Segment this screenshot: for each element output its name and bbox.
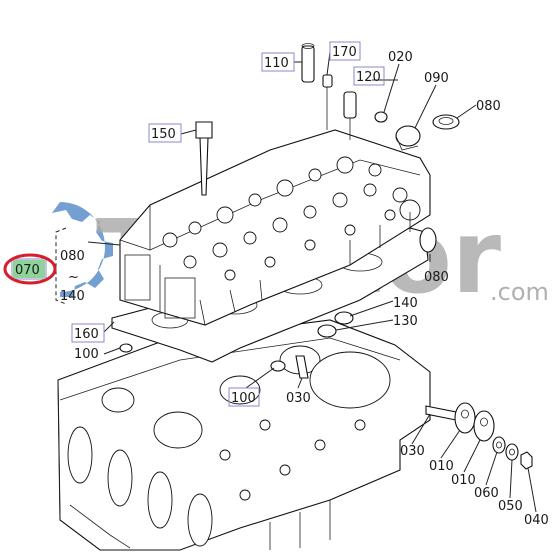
callout-box-120 [353,66,385,86]
pin-100-bottom [270,360,286,372]
washer-010-b [473,410,495,442]
callout-box-150 [148,123,182,143]
label-100-left[interactable]: 100 [74,347,99,362]
label-150[interactable]: 150 [151,127,176,142]
gear-icon [52,202,113,297]
ring-170 [322,74,333,130]
highlight-070[interactable] [3,253,57,285]
label-080-right[interactable]: 080 [424,270,449,285]
callout-labels: 110 170 020 120 090 080 150 070 080 ~ 14… [15,45,549,528]
callout-box-170 [329,41,361,61]
nut-040 [520,451,533,470]
cap-080-top [432,114,460,130]
callout-box-070 [11,258,47,280]
label-140-right[interactable]: 140 [393,296,418,311]
sleeve-110 [301,43,315,83]
washer-010-a [454,402,476,434]
label-090[interactable]: 090 [424,71,449,86]
pin-100-left [119,343,133,353]
label-160[interactable]: 160 [74,327,99,342]
label-030-right[interactable]: 030 [400,444,425,459]
callout-box-100-bottom [228,387,260,407]
callouts [11,41,385,407]
label-030-mid[interactable]: 030 [286,391,311,406]
plug-020 [374,111,388,123]
label-100-bottom[interactable]: 100 [231,391,256,406]
washer-060 [492,436,506,454]
label-010-b[interactable]: 010 [451,473,476,488]
bolt-150 [195,121,213,196]
stud-030-mid [295,355,309,379]
label-170[interactable]: 170 [332,45,357,60]
cap-080-right [419,227,437,253]
engine-block [57,319,431,551]
label-130[interactable]: 130 [393,314,418,329]
watermark-suffix: .com [490,278,549,306]
label-080-left[interactable]: 080 [60,249,85,264]
label-010-a[interactable]: 010 [429,459,454,474]
stud-120 [343,91,357,140]
label-040[interactable]: 040 [524,513,549,528]
label-050[interactable]: 050 [498,499,523,514]
seal-140-130 [317,311,354,338]
leader-lines [87,51,537,513]
callout-box-160 [71,323,105,343]
callout-box-110 [261,52,295,72]
range-tilde: ~ [68,270,79,285]
label-020[interactable]: 020 [388,50,413,65]
cylinder-head [119,129,431,326]
washer-050 [505,443,519,461]
label-110[interactable]: 110 [264,56,289,71]
label-080-top[interactable]: 080 [476,99,501,114]
label-120[interactable]: 120 [356,70,381,85]
label-060[interactable]: 060 [474,486,499,501]
cap-090 [395,125,421,151]
label-140-left[interactable]: 140 [60,289,85,304]
label-070[interactable]: 070 [15,263,40,278]
